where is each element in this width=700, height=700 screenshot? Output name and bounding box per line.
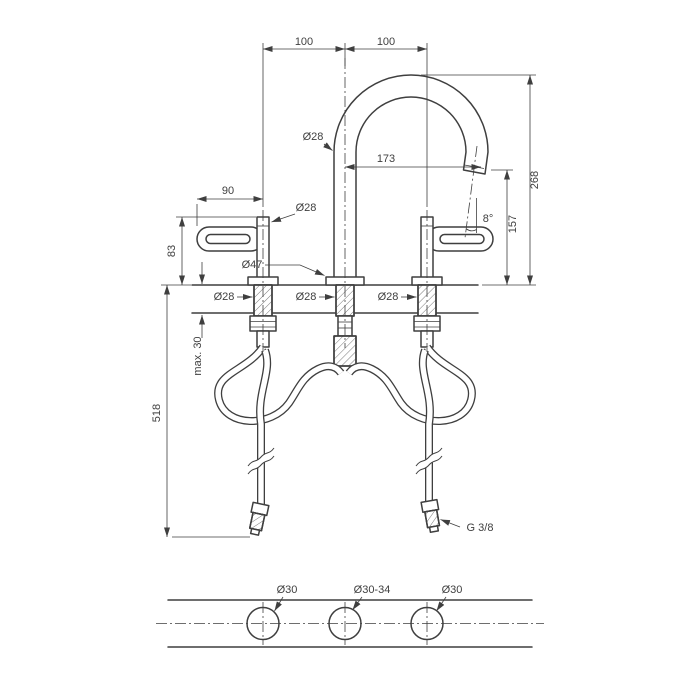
dim-hose-length-label: 518 bbox=[151, 404, 163, 422]
dimensions: 100 100 268 157 173 Ø28 8° 90 Ø28 83 Ø47… bbox=[151, 36, 541, 538]
outlet-angle-label: 8° bbox=[483, 213, 494, 225]
front-view: 100 100 268 157 173 Ø28 8° 90 Ø28 83 Ø47… bbox=[151, 36, 541, 538]
hole-right-label: Ø30 bbox=[442, 584, 463, 596]
dim-spacing-right-label: 100 bbox=[377, 36, 395, 48]
rosette-diameter-label: Ø47 bbox=[242, 259, 263, 271]
max-counter-thickness-label: max. 30 bbox=[192, 336, 204, 375]
deck-diameter-center-label: Ø28 bbox=[296, 291, 317, 303]
dim-handle-height-label: 83 bbox=[166, 245, 178, 257]
leader-hole-center bbox=[352, 596, 363, 611]
leader-hole-left bbox=[274, 596, 284, 612]
right-handle bbox=[411, 216, 494, 286]
hole-left-circle bbox=[246, 606, 280, 641]
spout bbox=[333, 74, 489, 286]
hole-center-circle bbox=[328, 606, 362, 641]
spout-diameter-label: Ø28 bbox=[303, 131, 324, 143]
hose-connector-right bbox=[420, 498, 441, 533]
connection-hoses bbox=[214, 344, 476, 506]
dim-handle-length-label: 90 bbox=[222, 185, 234, 197]
hose-connector-left bbox=[248, 501, 270, 536]
hole-left-label: Ø30 bbox=[277, 584, 298, 596]
centerlines bbox=[262, 58, 478, 352]
dim-spacing-left-label: 100 bbox=[295, 36, 313, 48]
hole-drilling-view: Ø30 Ø30-34 Ø30 bbox=[156, 584, 544, 648]
handle-diameter-label: Ø28 bbox=[296, 202, 317, 214]
deck-diameter-right-label: Ø28 bbox=[378, 291, 399, 303]
leader-handle-diameter bbox=[271, 213, 296, 223]
left-handle bbox=[196, 216, 279, 286]
dim-total-height-label: 268 bbox=[529, 171, 541, 189]
leader-thread bbox=[440, 519, 461, 528]
deck-diameter-left-label: Ø28 bbox=[214, 291, 235, 303]
connection-thread-label: G 3/8 bbox=[467, 522, 494, 534]
hose-break-mark-left bbox=[247, 447, 275, 475]
dim-spout-reach-label: 173 bbox=[377, 153, 395, 165]
hose-break-mark-right bbox=[415, 447, 443, 475]
leader-spout-diameter bbox=[323, 142, 333, 151]
leader-hole-right bbox=[436, 596, 447, 612]
dim-outlet-height-label: 157 bbox=[507, 215, 519, 233]
hole-center-label: Ø30-34 bbox=[354, 584, 391, 596]
hole-right-circle bbox=[410, 606, 444, 641]
leader-rosette-diameter bbox=[265, 264, 325, 276]
